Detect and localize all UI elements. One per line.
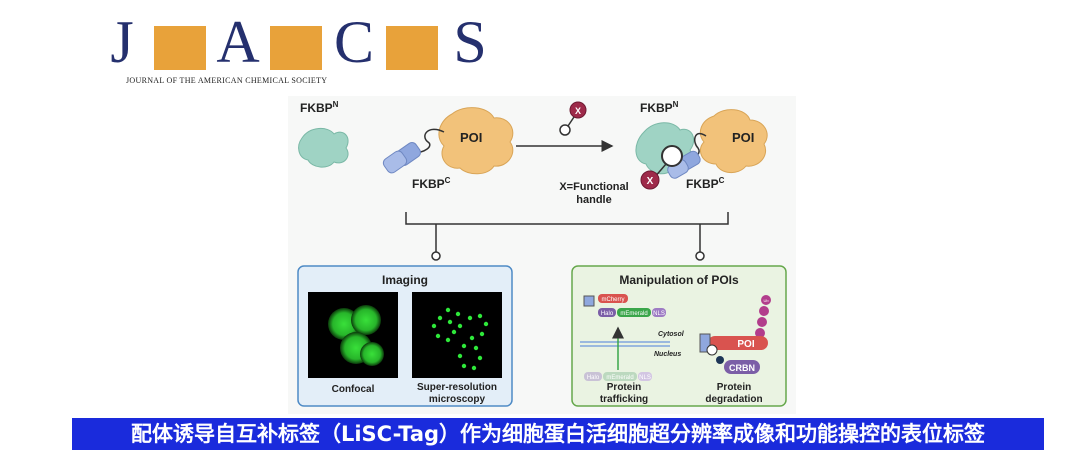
x-handle-label: X — [647, 176, 654, 187]
logo-divider — [386, 26, 438, 71]
mcherry-label: mCherry — [601, 297, 624, 303]
lisc-tag-figure: FKBPN POI FKBPC X FKBPN POI X FKBPC X=Fu… — [288, 96, 796, 414]
nls-label-bottom: NLS — [639, 375, 651, 381]
caption-banner: 配体诱导自互补标签（LiSC-Tag）作为细胞蛋白活细胞超分辨率成像和功能操控的… — [72, 418, 1044, 450]
linker-node-icon — [716, 356, 724, 364]
ligand-bound-icon — [661, 145, 683, 167]
cytosol-label: Cytosol — [658, 331, 685, 338]
logo-letter-a: A — [216, 9, 260, 75]
super-resolution-signal — [431, 307, 489, 371]
nls-tag-top — [652, 308, 666, 317]
x-handle-icon: X — [640, 170, 660, 190]
trafficking-label-2: trafficking — [600, 394, 648, 405]
halo-label-bottom: Halo — [587, 375, 600, 381]
fkbpn-protein-left — [298, 128, 349, 168]
imaging-panel: Imaging Confocal Super-resolution micros… — [297, 265, 513, 407]
crbn-tag — [724, 360, 760, 374]
logo-letter-j: J — [110, 9, 134, 75]
poi-protein-left — [438, 107, 514, 175]
trafficking-label-1: Protein — [607, 382, 641, 393]
memerald-tag-top — [617, 308, 651, 317]
poi-label-degradation: POI — [737, 339, 754, 350]
nucleus-label: Nucleus — [654, 351, 681, 358]
poi-label-right: POI — [732, 130, 754, 145]
branch-bracket — [405, 212, 729, 261]
linker-left — [411, 128, 445, 154]
logo-letter-c: C — [333, 9, 375, 75]
imaging-title: Imaging — [382, 273, 428, 287]
mcherry-tag — [598, 294, 628, 303]
halo-tag-top — [598, 308, 616, 317]
confocal-signal — [328, 305, 384, 366]
functional-handle-label-2: handle — [576, 194, 611, 206]
fkbpc-label-left: FKBPC — [412, 176, 451, 191]
memerald-label-bottom: mEmerald — [606, 375, 633, 381]
poi-label-left: POI — [460, 130, 482, 145]
fkbpc-degradation — [699, 333, 711, 353]
halo-tag-bottom — [584, 372, 602, 381]
schematic-diagram: FKBPN POI FKBPC X FKBPN POI X FKBPC X=Fu… — [297, 100, 787, 407]
memerald-tag-bottom — [603, 372, 637, 381]
fkbpc-fragment-left — [382, 142, 421, 174]
logo-subtitle: JOURNAL OF THE AMERICAN CHEMICAL SOCIETY — [126, 76, 328, 85]
ligand-degradation-icon — [706, 344, 718, 356]
super-resolution-label-2: microscopy — [429, 394, 486, 405]
memerald-label-top: mEmerald — [620, 311, 647, 317]
super-resolution-image — [412, 292, 502, 378]
crbn-label: CRBN — [729, 363, 755, 373]
logo-divider — [154, 26, 206, 71]
nls-label-top: NLS — [653, 311, 665, 317]
manipulation-panel: Manipulation of POIs mCherry Halo mEmera… — [571, 265, 787, 407]
poi-degradation — [708, 336, 768, 350]
logo-divider — [270, 26, 322, 71]
fkbpn-label-right: FKBPN — [640, 100, 679, 115]
confocal-label: Confocal — [332, 384, 375, 395]
manipulation-title: Manipulation of POIs — [619, 273, 739, 287]
jacs-logo: J A C S JOURNAL OF THE AMERICAN CHEMICAL SO… — [96, 10, 486, 90]
poi-protein-right — [699, 109, 768, 173]
degradation-label-2: degradation — [705, 394, 762, 405]
degradation-label-1: Protein — [717, 382, 751, 393]
fkbpc-square-top — [583, 295, 595, 307]
ubiquitin-chain — [755, 295, 771, 338]
fkbpn-label-left: FKBPN — [300, 100, 339, 115]
ligand-icon: X — [559, 101, 587, 136]
functional-handle-label-1: X=Functional — [559, 181, 628, 193]
halo-label-top: Halo — [601, 311, 614, 317]
nls-tag-bottom — [638, 372, 652, 381]
ub-label: Ub — [763, 298, 769, 303]
super-resolution-label-1: Super-resolution — [417, 382, 497, 393]
fkbpc-label-right: FKBPC — [686, 176, 725, 191]
x-badge-label: X — [575, 106, 581, 116]
logo-letter-s: S — [453, 9, 487, 75]
